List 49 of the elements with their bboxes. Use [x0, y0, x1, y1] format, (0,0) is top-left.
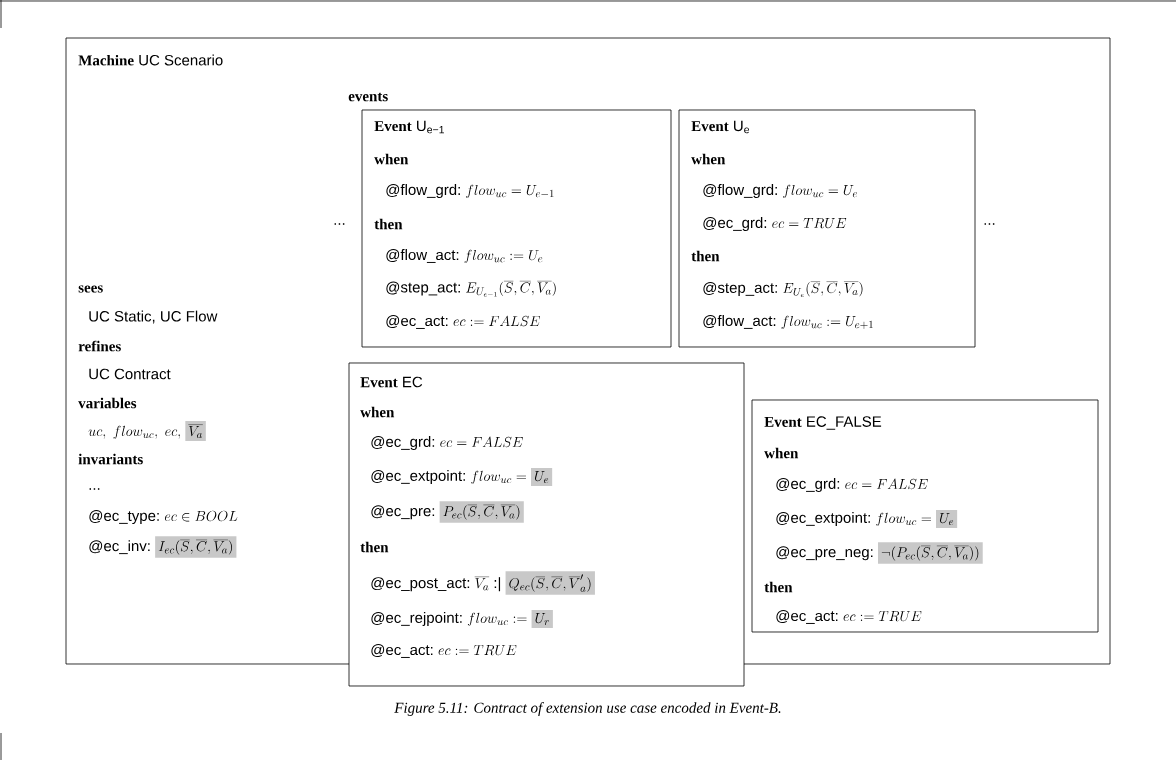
code-line: ... [984, 223, 995, 225]
code-line: ... [334, 223, 345, 225]
node-label: :| [494, 577, 501, 592]
code-line: @step_act: $E_{U_e}(\overline{S}, \overline{C}, \overline{V_a})$ [703, 281, 863, 298]
code-line: @ec_grd: $ec = FALSE$ [776, 478, 928, 492]
code-line: @ec_act: $ec := FALSE$ [386, 315, 540, 329]
heading: Event EC [360, 376, 423, 388]
keyword: then [691, 250, 720, 262]
code-line: @ec_extpoint: $flow_{uc} =$ $U_e$ [776, 510, 958, 528]
code-line: @ec_act: $ec := TRUE$ [776, 610, 922, 624]
node-label: $Q_{ec}(\overline{S}, \overline{C}, \overline{V}'_a)$ [509, 574, 591, 592]
heading: Event EC_FALSE [764, 416, 882, 430]
code-line: @ec_extpoint: $flow_{uc} =$ $U_e$ [371, 468, 553, 486]
code-line: @flow_grd: $flow_{uc} = U_e$ [703, 184, 858, 198]
keyword: variables [78, 397, 137, 409]
node-label: $\overline{V_a}$ [474, 576, 490, 591]
code-line: ... [89, 488, 100, 490]
code-line: @ec_pre: $P_{ec}(\overline{S}, \overline{C}, \overline{V_a})$ [371, 501, 524, 523]
code-line: @ec_grd: $ec = TRUE$ [703, 217, 847, 231]
heading: Event U$_{e−1}$ [374, 120, 444, 134]
keyword: sees [78, 285, 103, 293]
code-line: @ec_inv: $I_{ec}(\overline{S}, \overline{C}, \overline{V_a})$ [89, 536, 237, 558]
heading: Event U$_{e}$ [691, 120, 750, 134]
code-line: @ec_act: $ec := TRUE$ [371, 644, 517, 658]
keyword: when [691, 153, 726, 165]
code-line: $uc,\ flow_{uc},\ ec,$ $\overline{V_a}$ [88, 421, 206, 441]
code-line: @ec_pre_neg: $\neg(P_{ec}(\overline{S}, \overline{C}, \overline{V_a}))$ [776, 542, 983, 564]
code-line: @flow_act: $flow_{uc} := U_e$ [386, 249, 543, 263]
code-line: @ec_type: $ec \in BOOL$ [89, 510, 238, 524]
code-line: @ec_grd: $ec = FALSE$ [371, 436, 523, 450]
keyword: then [764, 581, 793, 593]
code-line: @ec_post_act: $\overline{V_a}$ :| $Q_{ec}(\overline{S}, \overline{C}, \overline{V}'_a)$ [371, 571, 595, 595]
keyword: then [374, 218, 403, 230]
node-label: @ec_post_act: [371, 577, 470, 592]
keyword: refines [78, 340, 121, 352]
keyword: invariants [78, 453, 143, 465]
code-line: @ec_rejpoint: $flow_{uc} :=$ $U_r$ [371, 610, 553, 628]
keyword: when [764, 447, 799, 459]
code-line: @flow_act: $flow_{uc} := U_{e+1}$ [703, 315, 873, 329]
keyword: when [360, 406, 395, 418]
code-line: UC Static, UC Flow [89, 310, 218, 324]
code-line: @step_act: $E_{U_{e-1}}(\overline{S}, \overline{C}, \overline{V_a})$ [386, 281, 556, 297]
keyword: when [374, 153, 409, 165]
code-line: UC Contract [89, 368, 171, 380]
caption: Figure 5.11: Contract of extension use case encoded in Event-B. [394, 702, 781, 716]
keyword: then [360, 541, 389, 553]
heading: Machine UC Scenario [78, 54, 223, 66]
code-line: @flow_grd: $flow_{uc} = U_{e-1}$ [386, 184, 554, 198]
keyword: events [348, 92, 388, 102]
